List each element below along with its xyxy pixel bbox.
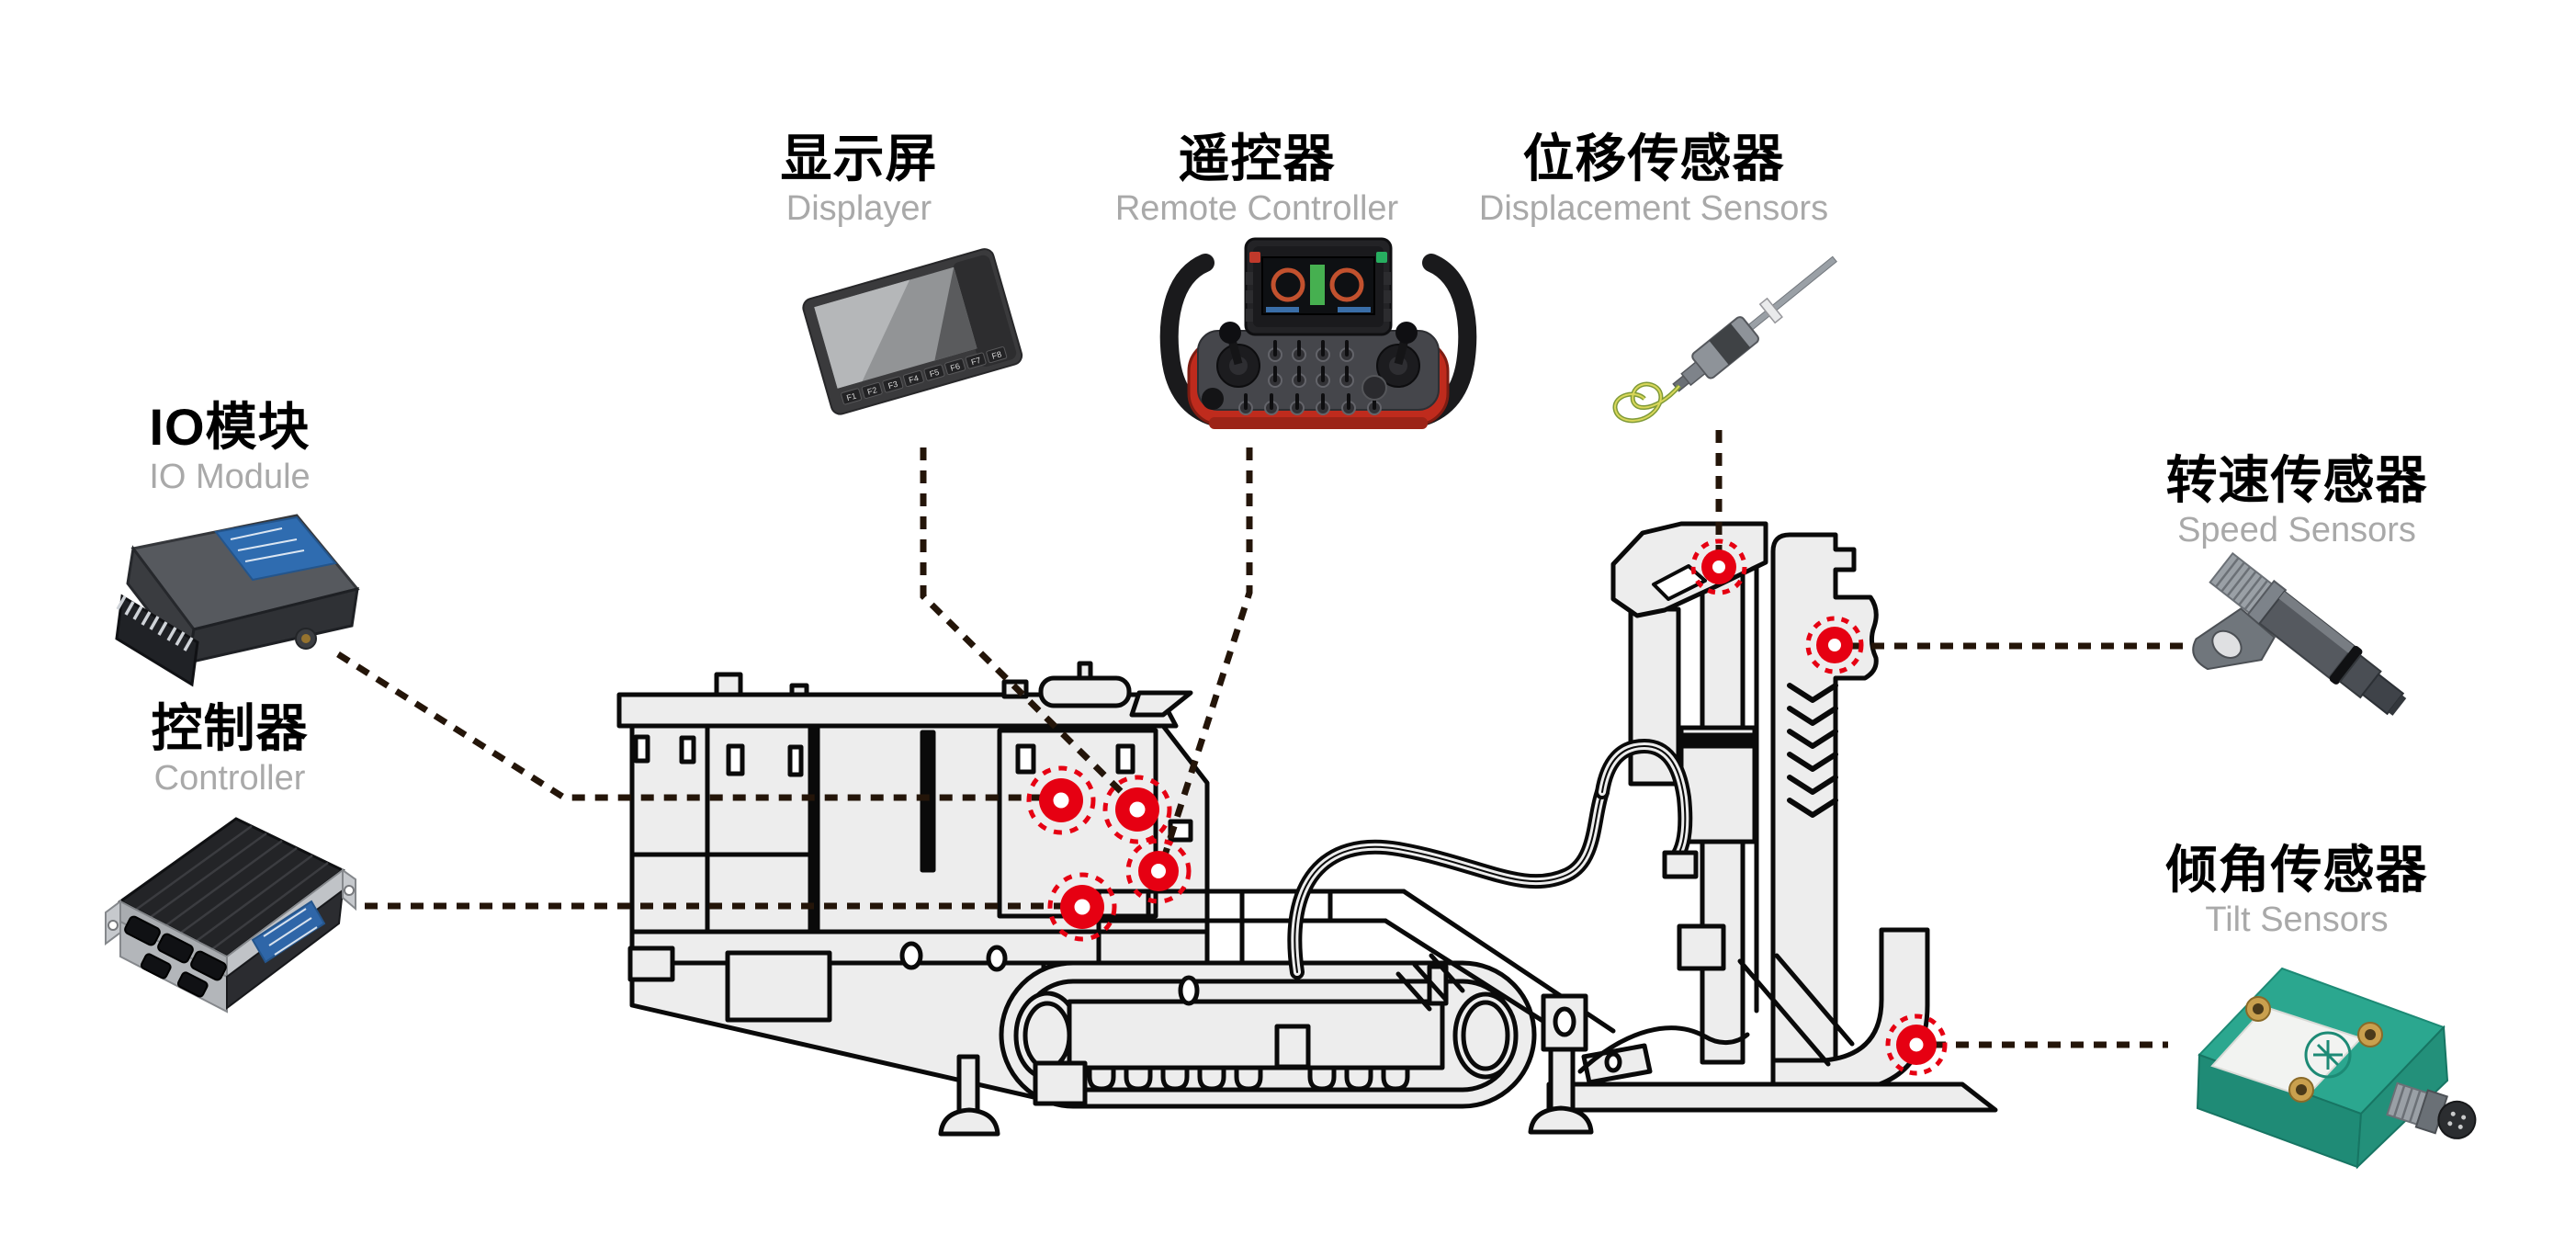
crawler-track bbox=[999, 960, 1537, 1109]
dotted-line-remote-controller bbox=[1157, 447, 1253, 871]
label-io-module-zh: IO模块 bbox=[149, 398, 311, 456]
label-controller-en: Controller bbox=[153, 759, 306, 798]
displacement-sensor-photo bbox=[1612, 255, 1837, 424]
drill-mast bbox=[1610, 521, 1879, 1069]
label-displayer-en: Displayer bbox=[785, 189, 932, 228]
dotted-line-displayer bbox=[920, 447, 1140, 810]
display-button-f3: F3 bbox=[887, 379, 899, 391]
hotspot-remote-controller bbox=[1125, 838, 1192, 904]
label-tilt-sensors-zh: 倾角传感器 bbox=[2165, 841, 2428, 899]
hotspot-displayer bbox=[1102, 775, 1172, 844]
hotspot-displacement-sensor bbox=[1690, 538, 1747, 595]
label-io-module-en: IO Module bbox=[149, 458, 311, 496]
remote-controller-photo bbox=[1159, 237, 1477, 429]
label-displacement-sensors: 位移传感器 Displacement Sensors bbox=[1479, 130, 1828, 230]
label-displayer: 显示屏 Displayer bbox=[781, 130, 938, 230]
guard-rail bbox=[1092, 889, 1616, 1039]
remote-joysticks bbox=[1216, 322, 1420, 388]
display-button-f7: F7 bbox=[970, 356, 982, 368]
rig-body bbox=[616, 661, 1210, 1023]
connector-lines bbox=[336, 430, 2192, 1048]
display-button-f6: F6 bbox=[949, 361, 961, 373]
io-module-photo bbox=[115, 514, 360, 687]
tilt-sensor-screws bbox=[2245, 996, 2383, 1103]
hotspot-markers bbox=[1026, 538, 1948, 1076]
hotspot-tilt-sensor bbox=[1885, 1014, 1948, 1076]
controller-photo bbox=[105, 817, 356, 1014]
drill-rig-drawing bbox=[616, 521, 1998, 1137]
label-displayer-zh: 显示屏 bbox=[780, 130, 938, 187]
label-io-module: IO模块 IO Module bbox=[149, 399, 310, 498]
display-button-f4: F4 bbox=[908, 373, 920, 385]
display-function-buttons: F1 F2 F3 F4 F5 F6 F7 F8 bbox=[841, 346, 1008, 405]
display-button-f2: F2 bbox=[866, 385, 878, 397]
label-remote-controller-en: Remote Controller bbox=[1114, 189, 1399, 228]
display-button-f1: F1 bbox=[845, 391, 857, 403]
label-controller: 控制器 Controller bbox=[152, 700, 309, 799]
label-remote-controller-zh: 遥控器 bbox=[1178, 130, 1336, 187]
hotspot-io-module bbox=[1026, 765, 1096, 835]
label-displacement-sensors-en: Displacement Sensors bbox=[1478, 189, 1829, 228]
hotspot-speed-sensor bbox=[1805, 616, 1864, 674]
label-tilt-sensors: 倾角传感器 Tilt Sensors bbox=[2166, 842, 2428, 941]
label-speed-sensors-en: Speed Sensors bbox=[2177, 511, 2416, 549]
label-controller-zh: 控制器 bbox=[151, 699, 309, 757]
tilt-sensor-photo bbox=[2196, 967, 2477, 1170]
remote-top-display bbox=[1244, 237, 1393, 336]
display-button-f8: F8 bbox=[990, 349, 1002, 361]
speed-sensor-photo bbox=[2192, 551, 2407, 716]
label-remote-controller: 遥控器 Remote Controller bbox=[1115, 130, 1398, 230]
label-speed-sensors-zh: 转速传感器 bbox=[2165, 451, 2428, 509]
tilt-sensor-connector bbox=[2386, 1081, 2477, 1139]
label-speed-sensors: 转速传感器 Speed Sensors bbox=[2166, 452, 2428, 551]
label-displacement-sensors-zh: 位移传感器 bbox=[1522, 130, 1785, 187]
mast-base bbox=[1528, 927, 1998, 1135]
display-photo: F1 F2 F3 F4 F5 F6 F7 F8 bbox=[802, 248, 1023, 415]
cable-bundle bbox=[1287, 739, 1699, 980]
remote-toggle-switches bbox=[1202, 340, 1387, 415]
label-tilt-sensors-en: Tilt Sensors bbox=[2205, 900, 2389, 939]
display-button-f5: F5 bbox=[929, 368, 941, 379]
hotspot-controller bbox=[1047, 872, 1117, 942]
